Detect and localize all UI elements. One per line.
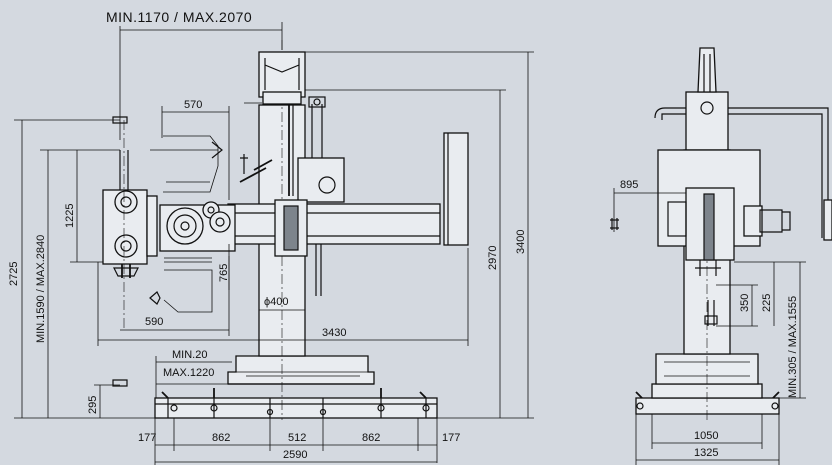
radial-arm <box>227 203 441 245</box>
dim-3430: 3430 <box>322 327 346 339</box>
dim-350: 350 <box>739 294 751 312</box>
base-plate <box>154 397 438 419</box>
dim-table-min: MIN.20 <box>172 349 207 361</box>
front-dimensions: MIN.1170 / MAX.2070 570 2725 MIN.1590 / … <box>8 9 534 465</box>
side-view <box>610 47 832 420</box>
column-top <box>258 51 306 98</box>
head-ghosts <box>149 135 223 313</box>
dim-1225: 1225 <box>64 204 76 228</box>
dim-225: 225 <box>761 294 773 312</box>
dim-570: 570 <box>184 99 202 111</box>
dim-1050: 1050 <box>694 430 718 442</box>
base-bolts <box>161 388 430 418</box>
dim-2970: 2970 <box>487 246 499 270</box>
front-view <box>102 40 469 420</box>
side-base <box>635 397 780 415</box>
dim-left-range: MIN.1590 / MAX.2840 <box>35 235 47 343</box>
saddle-gears <box>159 201 236 252</box>
dim-512: 512 <box>288 432 306 444</box>
dim-table-max: MAX.1220 <box>163 367 214 379</box>
dim-590: 590 <box>145 316 163 328</box>
dim-top-span: MIN.1170 / MAX.2070 <box>106 9 252 25</box>
dim-862-right: 862 <box>362 432 380 444</box>
side-top-cone <box>697 47 717 93</box>
dim-177-right: 177 <box>442 432 460 444</box>
dim-column-dia: ϕ400 <box>264 296 289 308</box>
column-pedestal <box>227 355 375 385</box>
side-motor <box>823 199 832 241</box>
side-dimensions: 895 350 225 MIN.305 / MAX.1555 1050 1325 <box>613 179 806 465</box>
dim-3400: 3400 <box>515 230 527 254</box>
dim-862-left: 862 <box>212 432 230 444</box>
dim-765: 765 <box>218 264 230 282</box>
dim-side-range: MIN.305 / MAX.1555 <box>787 296 799 398</box>
dim-2725: 2725 <box>8 262 20 286</box>
dim-295: 295 <box>87 396 99 414</box>
dim-177-left: 177 <box>138 432 156 444</box>
dim-1325: 1325 <box>694 447 718 459</box>
dim-2590: 2590 <box>283 449 307 461</box>
lift-gearbox <box>297 157 345 203</box>
side-top-housing <box>685 91 729 151</box>
drilling-head <box>102 120 158 330</box>
dim-895: 895 <box>620 179 638 191</box>
